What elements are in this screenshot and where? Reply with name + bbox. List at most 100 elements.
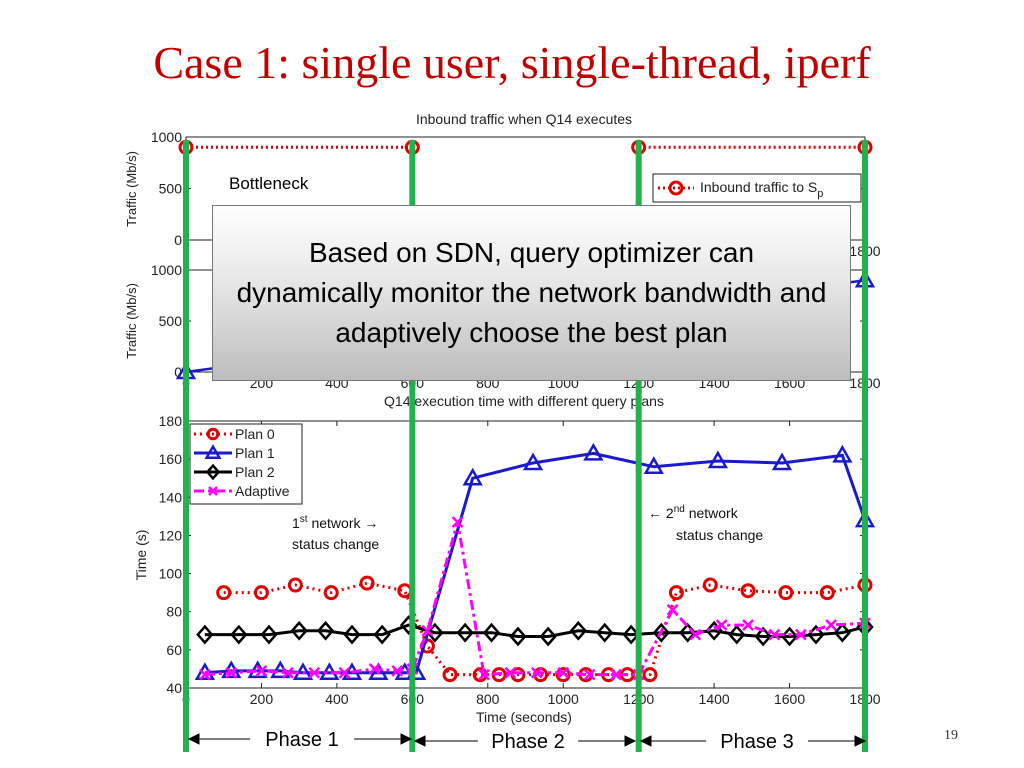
y-tick-label: 500 <box>159 313 183 329</box>
x-tick-label: 800 <box>476 691 500 707</box>
adaptive-point <box>715 619 728 631</box>
bottleneck-label: Bottleneck <box>229 174 309 193</box>
y-tick-label: 80 <box>166 604 182 620</box>
adaptive-point <box>368 663 381 675</box>
plan-0-point <box>287 577 303 593</box>
adaptive-point <box>255 664 268 677</box>
adaptive-point <box>225 666 238 679</box>
plan-1-point <box>643 456 664 475</box>
plan-2-point <box>780 626 799 647</box>
annotation-second-line2: status change <box>676 527 763 543</box>
phase2-label: Phase 2 <box>491 731 564 753</box>
x-tick-label: 200 <box>250 691 274 707</box>
plan-0-point <box>819 585 835 601</box>
adaptive-point <box>689 628 702 641</box>
adaptive-point <box>281 666 294 679</box>
x-tick-label: 1600 <box>774 691 805 707</box>
adaptive-line <box>204 521 866 677</box>
chart1-ylabel: Traffic (Mb/s) <box>124 151 139 227</box>
y-tick-label: 100 <box>159 566 183 582</box>
plan-1-point <box>583 442 604 461</box>
plan-2-point <box>290 620 308 641</box>
legend-plan-0-label: Plan 0 <box>235 426 275 442</box>
plan-2-point <box>260 624 278 645</box>
plan-1-point <box>771 452 793 471</box>
y-tick-label: 1000 <box>151 129 182 145</box>
chart1-legend-box <box>652 173 862 203</box>
y-tick-label: 180 <box>159 413 183 429</box>
chart2-ylabel: Traffic (Mb/s) <box>124 283 139 359</box>
phase2-arrowhead-left <box>413 735 426 747</box>
plan-2-point <box>456 622 474 643</box>
plan-1-point <box>368 662 389 680</box>
plan-0-point <box>323 585 339 601</box>
annotation-second-line1: ← 2nd network <box>648 504 739 521</box>
plan-0-point <box>442 667 458 683</box>
plan-2-point <box>652 622 670 643</box>
phase3-arrowhead-right <box>854 735 867 747</box>
legend-adaptive-label: Adaptive <box>235 483 290 499</box>
plan-0-point <box>359 575 375 591</box>
legend-plan-2-label: Plan 2 <box>235 464 275 480</box>
adaptive-point <box>768 628 781 641</box>
legend-plan-1-marker <box>204 444 222 460</box>
adaptive-point <box>451 516 464 528</box>
adaptive-point <box>391 664 404 677</box>
callout-box: Based on SDN, query optimizer can dynami… <box>212 205 851 381</box>
adaptive-point <box>794 628 807 641</box>
plan-2-point <box>569 620 587 641</box>
plan-2-point <box>833 622 852 643</box>
slide-title: Case 1: single user, single-thread, iper… <box>153 37 871 88</box>
slide-number: 19 <box>944 728 958 743</box>
plan-2-line <box>204 623 866 639</box>
phase3-label: Phase 3 <box>720 731 793 753</box>
phase1-arrowhead-right <box>400 733 413 745</box>
annotation-first-line2: status change <box>292 536 379 552</box>
adaptive-point <box>308 666 321 679</box>
adaptive-point <box>610 668 622 681</box>
y-tick-label: 500 <box>159 181 183 197</box>
chart3-xlabel: Time (seconds) <box>476 709 572 725</box>
y-tick-label: 60 <box>166 642 182 658</box>
adaptive-point <box>504 666 517 679</box>
plan-2-point <box>426 622 444 643</box>
legend-plan-2-marker <box>205 463 221 481</box>
plan-1-point <box>292 662 314 680</box>
annotation-first-change: 1st network → status change <box>292 514 379 552</box>
plan-2-point <box>509 626 527 647</box>
plan-2-point <box>754 626 772 647</box>
plan-0-point <box>216 585 232 601</box>
plan-2-point <box>343 624 361 645</box>
plan-0-point <box>642 667 658 683</box>
adaptive-point <box>338 666 351 679</box>
phase3-arrowhead-left <box>639 735 652 747</box>
adaptive-point <box>530 666 543 679</box>
plan-2-point <box>539 626 557 647</box>
x-tick-label: 1000 <box>548 691 579 707</box>
chart3-ylabel: Time (s) <box>133 530 149 581</box>
legend-inbound-marker <box>668 180 684 196</box>
plan-2-point <box>728 624 746 645</box>
plan-2-point <box>373 624 391 645</box>
adaptive-point <box>666 603 679 616</box>
plan-0-point <box>740 583 756 599</box>
y-tick-label: 140 <box>159 489 183 505</box>
plan-1-point <box>832 444 853 463</box>
plan-2-point <box>482 622 501 643</box>
adaptive-point <box>478 668 490 681</box>
y-tick-label: 1000 <box>151 262 182 278</box>
legend-plan-0-marker <box>206 427 220 441</box>
plan-2-point <box>196 624 214 645</box>
plan-0-point <box>778 585 794 601</box>
adaptive-point <box>198 668 211 681</box>
x-tick-label: 400 <box>325 691 349 707</box>
plan-0-point <box>668 585 684 601</box>
plan-0-point <box>253 585 269 601</box>
chart1-legend: Inbound traffic to Sp <box>652 173 862 203</box>
phase1-label: Phase 1 <box>265 729 338 751</box>
y-tick-label: 0 <box>174 232 182 248</box>
adaptive-point <box>557 666 570 679</box>
